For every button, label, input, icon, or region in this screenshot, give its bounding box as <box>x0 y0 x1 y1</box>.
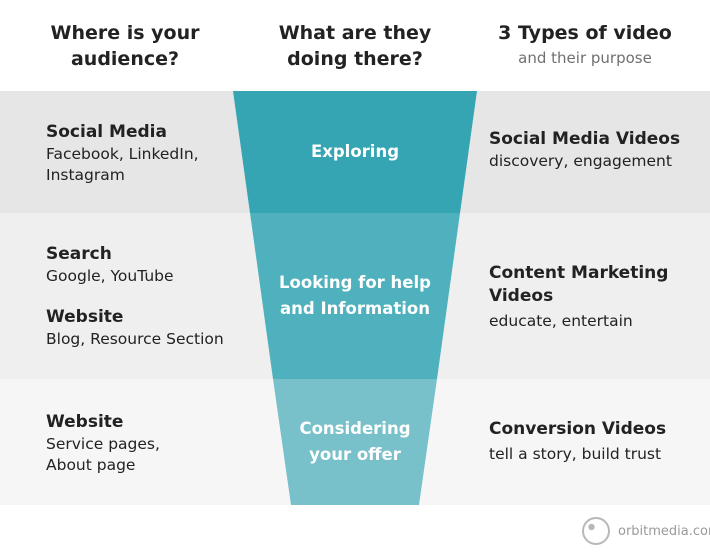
video-type-content-marketing: Content Marketing Videos educate, entert… <box>489 262 699 332</box>
header-video-title: 3 Types of video <box>498 22 672 44</box>
video-type-conversion: Conversion Videos tell a story, build tr… <box>489 418 699 465</box>
funnel-label-considering: Considering your offer <box>280 416 430 468</box>
header-audience-location: Where is your audience? <box>20 20 230 72</box>
audience-detail: Google, YouTube <box>46 267 174 285</box>
video-type-title: Social Media Videos <box>489 129 681 149</box>
funnel-label-considering-line2: your offer <box>309 445 401 464</box>
audience-title: Search <box>46 244 112 264</box>
funnel-label-looking: Looking for help and Information <box>265 270 445 322</box>
audience-detail-line2: Instagram <box>46 166 125 184</box>
video-type-title: Conversion Videos <box>489 419 667 439</box>
header-video-types: 3 Types of video and their purpose <box>470 20 700 70</box>
brand-name: orbitmedia.com <box>618 523 710 539</box>
orbit-logo-icon <box>582 517 610 545</box>
funnel-stage-exploring <box>233 91 477 213</box>
audience-social-media: Social Media Facebook, LinkedIn, Instagr… <box>46 121 246 186</box>
header-audience-activity: What are they doing there? <box>250 20 460 72</box>
video-type-purpose: discovery, engagement <box>489 152 672 170</box>
funnel-label-considering-line1: Considering <box>299 419 411 438</box>
audience-website-blog: Website Blog, Resource Section <box>46 306 246 350</box>
audience-detail-line2: About page <box>46 456 136 474</box>
brand-watermark: orbitmedia.com <box>580 515 710 547</box>
funnel-stage-considering <box>273 379 437 505</box>
funnel-label-looking-line1: Looking for help <box>279 273 431 292</box>
video-type-purpose: tell a story, build trust <box>489 445 662 463</box>
video-type-purpose: educate, entertain <box>489 312 633 330</box>
funnel-stage-looking <box>250 213 460 379</box>
header-activity-line2: doing there? <box>287 48 423 70</box>
audience-detail-line1: Facebook, LinkedIn, <box>46 145 199 163</box>
audience-detail-line1: Service pages, <box>46 435 160 453</box>
audience-title: Social Media <box>46 122 167 142</box>
video-type-title-line1: Content Marketing <box>489 263 669 283</box>
header-video-subtitle: and their purpose <box>518 49 652 67</box>
audience-search: Search Google, YouTube <box>46 243 246 287</box>
funnel-label-exploring: Exploring <box>310 142 400 161</box>
audience-title: Website <box>46 307 124 327</box>
video-type-title-line2: Videos <box>489 286 554 306</box>
audience-website-service: Website Service pages, About page <box>46 411 246 476</box>
video-type-social-media: Social Media Videos discovery, engagemen… <box>489 128 699 172</box>
header-activity-line1: What are they <box>278 22 432 44</box>
audience-detail: Blog, Resource Section <box>46 330 224 348</box>
header-audience-line1: Where is your <box>50 22 200 44</box>
funnel-label-looking-line2: and Information <box>280 299 430 318</box>
header-audience-line2: audience? <box>70 48 180 70</box>
audience-title: Website <box>46 412 124 432</box>
